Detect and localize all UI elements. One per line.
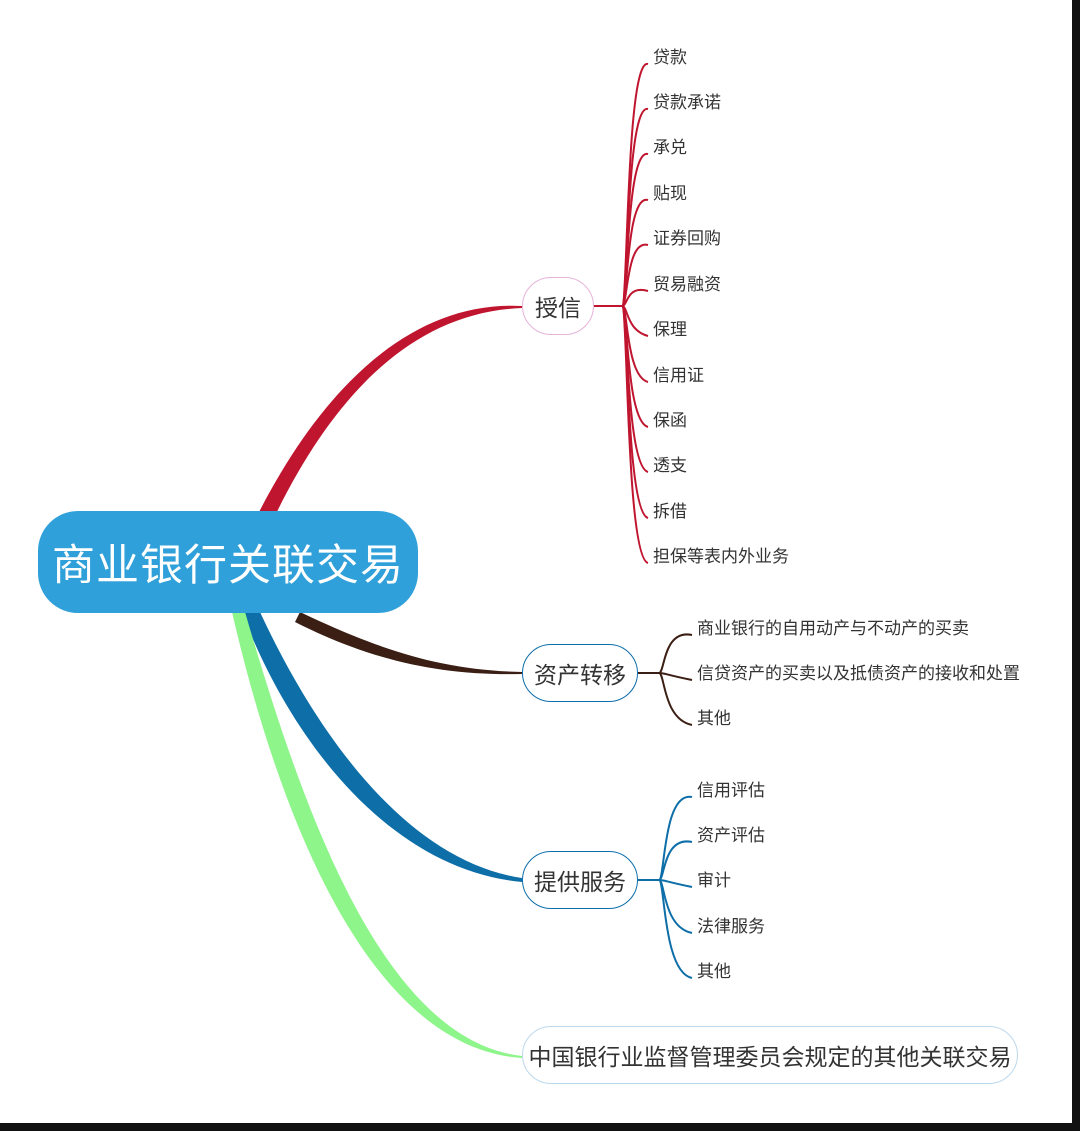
leaf-connector xyxy=(658,633,693,674)
branch-node-other-related: 中国银行业监督管理委员会规定的其他关联交易 xyxy=(522,1026,1018,1084)
leaf-item: 证券回购 xyxy=(653,229,721,249)
leaf-connector xyxy=(658,840,693,881)
leaf-connector xyxy=(621,288,649,307)
frame-edge-right xyxy=(1072,0,1080,1131)
branch-label: 授信 xyxy=(535,296,581,322)
leaf-connector xyxy=(621,305,649,564)
leaf-item: 拆借 xyxy=(653,502,687,522)
root-label: 商业银行关联交易 xyxy=(52,541,404,591)
leaf-connectors xyxy=(594,62,693,979)
leaf-item: 贴现 xyxy=(653,184,687,204)
connector-root-branch-1 xyxy=(295,612,522,675)
leaf-item: 审计 xyxy=(697,871,731,891)
leaf-item: 保理 xyxy=(653,320,687,340)
leaf-connector xyxy=(658,672,693,681)
connector-root-branch-2 xyxy=(242,612,522,882)
leaf-connector xyxy=(658,879,693,888)
leaf-item: 透支 xyxy=(653,456,687,476)
leaf-item: 承兑 xyxy=(653,138,687,158)
branch-label: 中国银行业监督管理委员会规定的其他关联交易 xyxy=(528,1045,1012,1071)
leaf-item: 资产评估 xyxy=(697,826,765,846)
frame-edge-bottom xyxy=(0,1123,1080,1131)
leaf-item: 法律服务 xyxy=(697,917,765,937)
leaf-item: 担保等表内外业务 xyxy=(653,547,789,567)
leaf-item: 信贷资产的买卖以及抵债资产的接收和处置 xyxy=(697,664,1020,684)
leaf-item: 信用证 xyxy=(653,366,704,386)
leaf-connector xyxy=(658,879,693,979)
leaf-item: 商业银行的自用动产与不动产的买卖 xyxy=(697,619,969,639)
root-node: 商业银行关联交易 xyxy=(38,511,418,613)
leaf-connector xyxy=(658,672,693,726)
leaf-item: 其他 xyxy=(697,709,731,729)
leaf-item: 贷款 xyxy=(653,48,687,68)
branch-node-services: 提供服务 xyxy=(522,851,638,909)
leaf-item: 信用评估 xyxy=(697,781,765,801)
branch-label: 资产转移 xyxy=(534,663,626,689)
leaf-item: 其他 xyxy=(697,962,731,982)
leaf-item: 保函 xyxy=(653,411,687,431)
branch-node-asset-transfer: 资产转移 xyxy=(522,644,638,702)
branch-node-credit: 授信 xyxy=(522,277,594,335)
connector-root-branch-0 xyxy=(255,305,522,522)
branch-label: 提供服务 xyxy=(534,870,626,896)
leaf-item: 贷款承诺 xyxy=(653,93,721,113)
leaf-item: 贸易融资 xyxy=(653,275,721,295)
